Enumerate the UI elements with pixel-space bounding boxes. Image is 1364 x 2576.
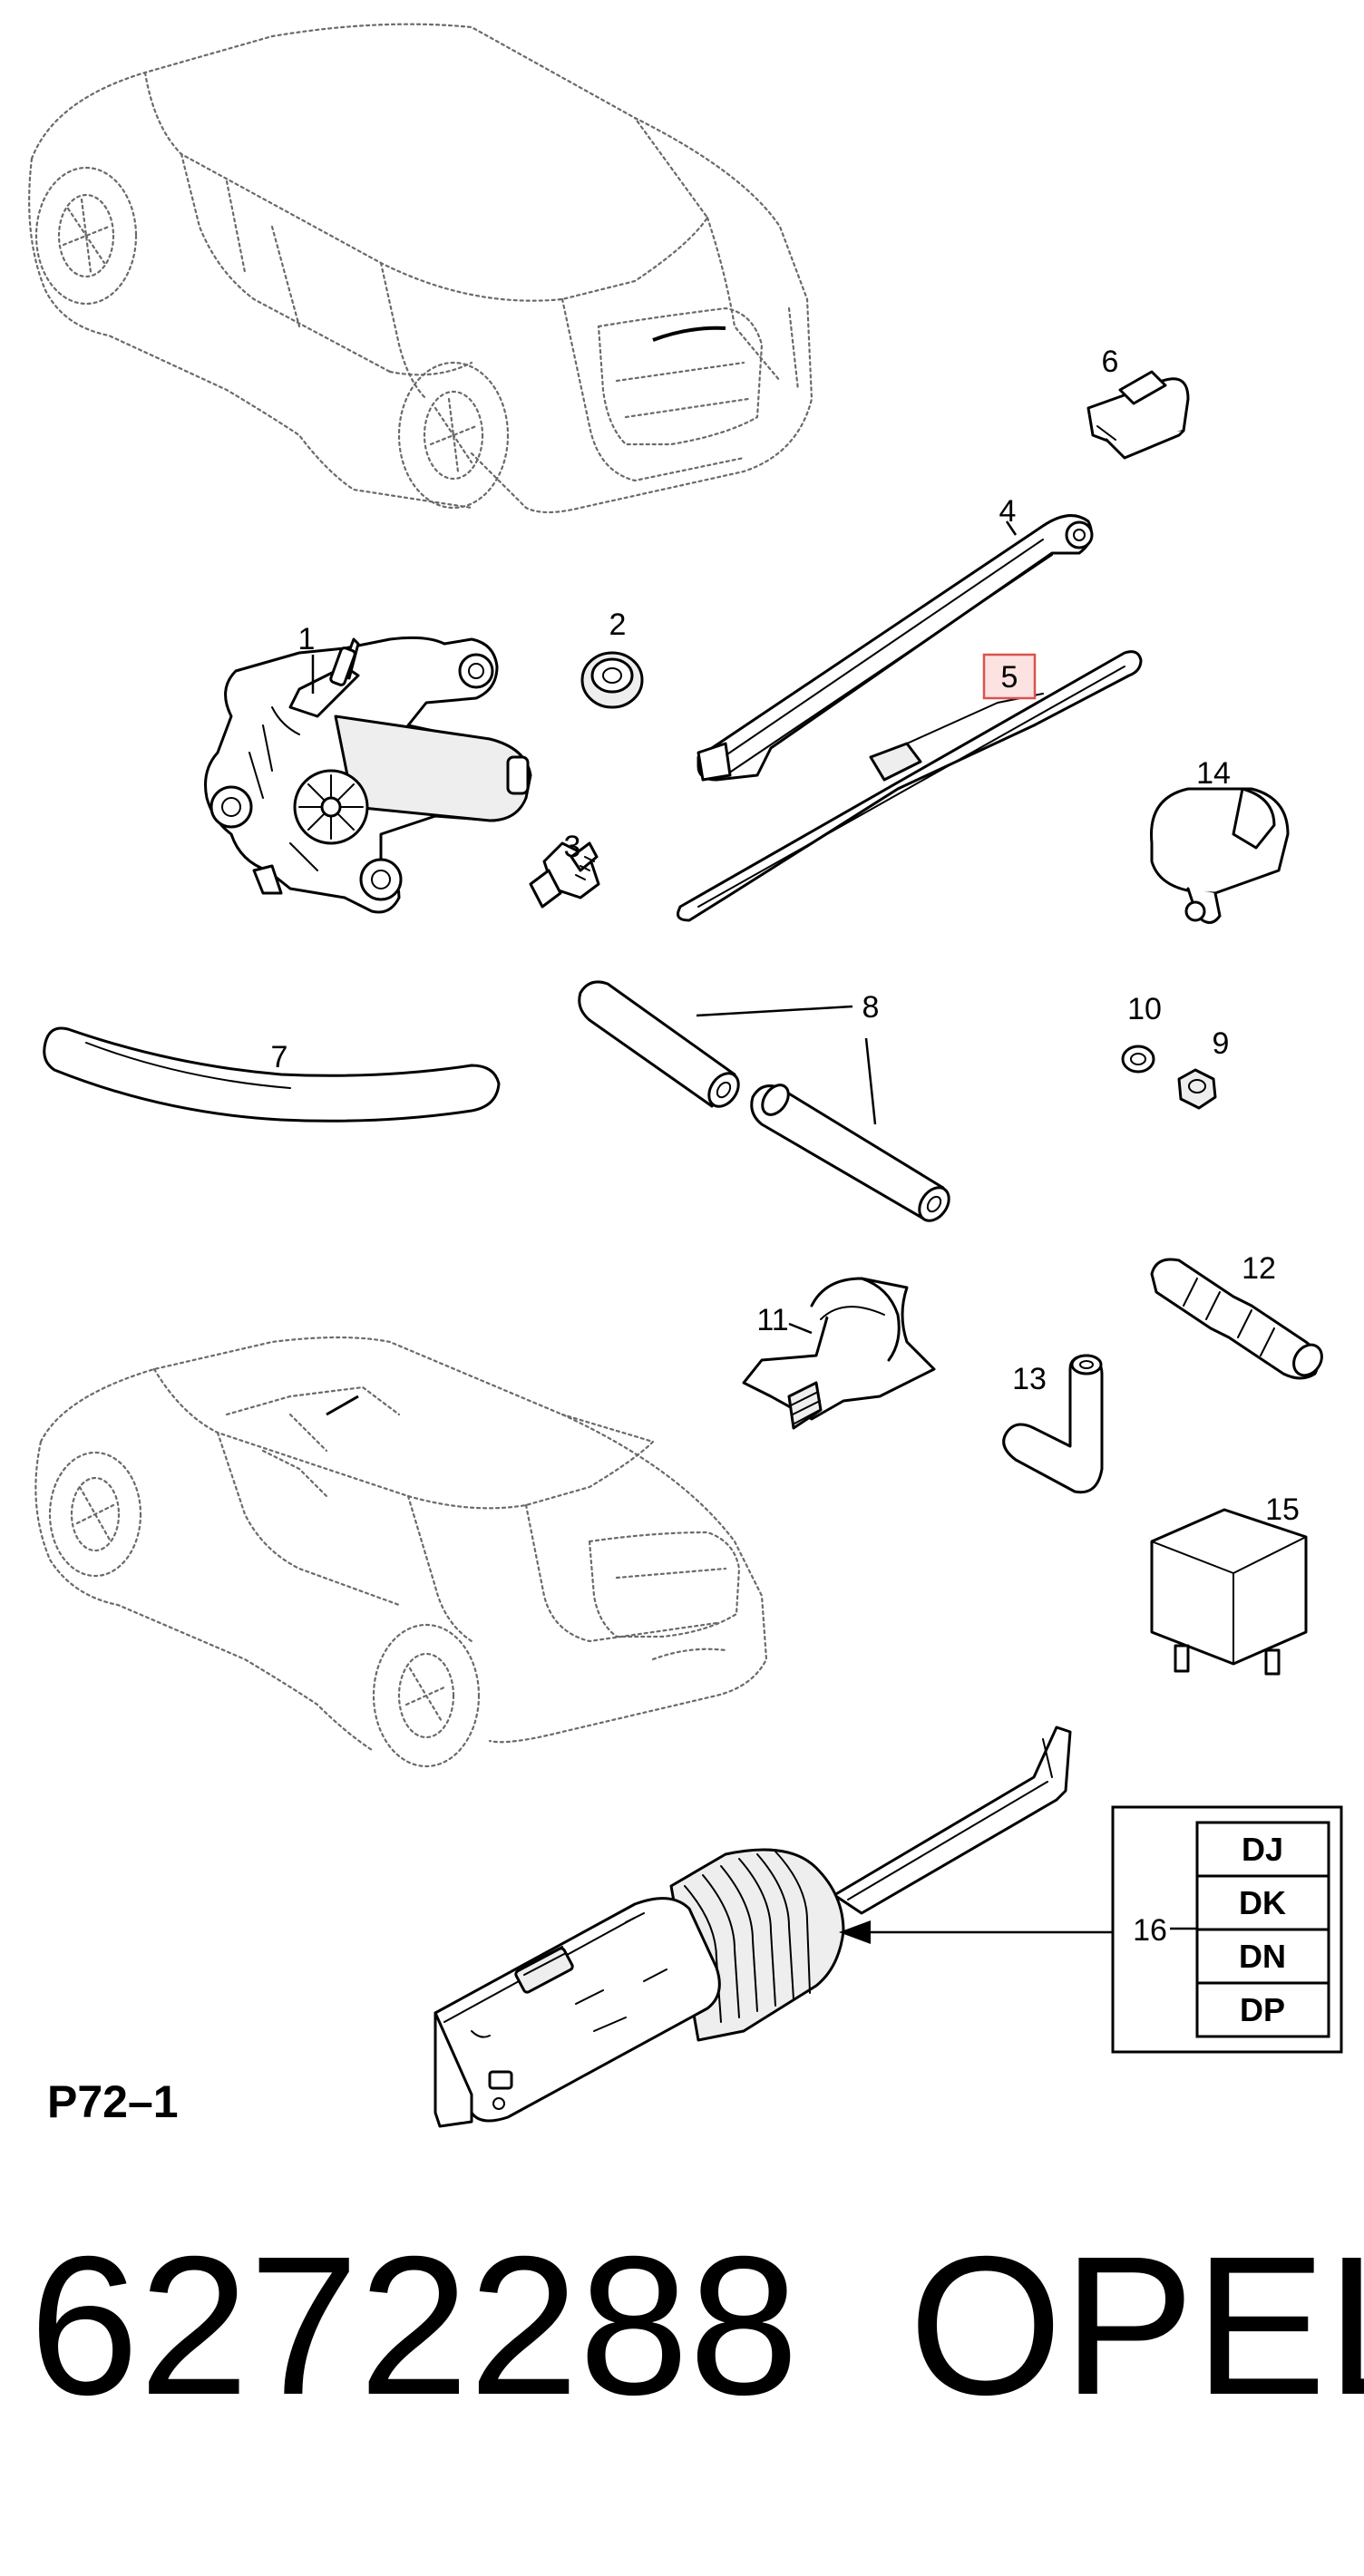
variant-label: DP: [1240, 1991, 1285, 2028]
diagram-reference-code: P72–1: [47, 2076, 179, 2127]
variant-label: DN: [1239, 1938, 1286, 1975]
elbow-connector-part: [1002, 1354, 1104, 1494]
highlight-marker: [982, 653, 1037, 700]
callout-label-14: 14: [1196, 756, 1231, 791]
callout-label-7: 7: [271, 1040, 288, 1074]
wiper-motor-part: [204, 636, 532, 914]
callout-label-8: 8: [862, 990, 880, 1025]
brand-name: OPEL: [909, 2216, 1364, 2436]
relay-part: [1150, 1508, 1308, 1676]
callouts: 1 2 3 4 5 6 7 8 9 10 11 12 13 14 15 16: [271, 345, 1300, 1948]
variant-table-outer: [1111, 1805, 1343, 2054]
hose-pair-part: [578, 980, 950, 1222]
callout-label-5: 5: [1001, 660, 1018, 695]
variant-cell-4: [1195, 1981, 1330, 2038]
washer-jet-part: [1150, 787, 1290, 924]
grommet-part: [580, 651, 644, 709]
callout-label-11: 11: [756, 1303, 788, 1337]
callout-label-2: 2: [609, 608, 627, 642]
hatchback-car-outline: [34, 1336, 768, 1768]
callout-label-3: 3: [564, 830, 581, 864]
callout-label-16: 16: [1133, 1913, 1167, 1948]
hose-clip-part: [742, 1277, 936, 1430]
washer-part: [1121, 1045, 1155, 1074]
variant-table: DJ DK DN DP: [1111, 1805, 1343, 2054]
callout-label-1: 1: [298, 622, 316, 656]
hose-connector-part: [1150, 1258, 1323, 1380]
hose-part: [43, 1026, 501, 1123]
callout-label-6: 6: [1102, 345, 1119, 379]
callout-label-10: 10: [1127, 992, 1162, 1026]
wiper-arm-part: [697, 514, 1094, 782]
wiper-switch-part: [434, 1725, 1072, 2128]
part-number: 6272288: [29, 2216, 799, 2436]
bolt-part: [529, 841, 600, 909]
variant-label: DK: [1239, 1884, 1286, 1921]
leader-lines: [311, 520, 1197, 1944]
callout-label-9: 9: [1213, 1026, 1230, 1061]
callout-label-12: 12: [1242, 1251, 1276, 1286]
callout-label-4: 4: [999, 494, 1017, 529]
variant-label: DJ: [1242, 1831, 1283, 1868]
nut-part: [1177, 1068, 1217, 1110]
wiper-blade-part: [677, 650, 1143, 922]
arm-cap-part: [1086, 370, 1190, 460]
callout-label-15: 15: [1265, 1492, 1300, 1527]
estate-car-outline: [28, 23, 814, 514]
callout-label-13: 13: [1012, 1362, 1047, 1396]
